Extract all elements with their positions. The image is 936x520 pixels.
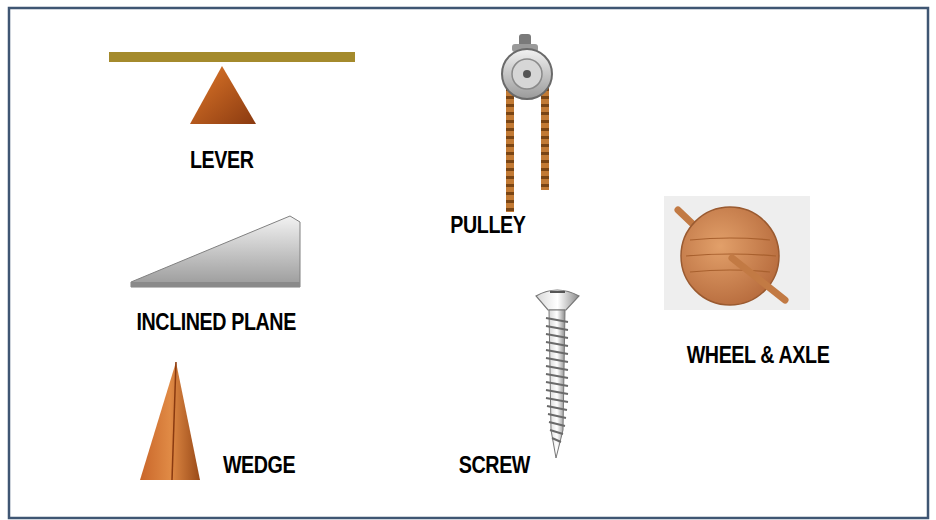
machine-label: SCREW bbox=[458, 453, 529, 477]
machine-label: WEDGE bbox=[223, 453, 295, 477]
machine-label: LEVER bbox=[190, 148, 254, 172]
wheel-axle-symbol bbox=[664, 196, 810, 310]
wedge-symbol bbox=[140, 362, 200, 480]
pulley-symbol bbox=[502, 34, 552, 212]
screw-symbol bbox=[536, 290, 579, 458]
frame bbox=[9, 8, 928, 518]
machine-label: WHEEL & AXLE bbox=[687, 343, 830, 367]
machine-label: INCLINED PLANE bbox=[136, 310, 295, 334]
inclined-plane-symbol bbox=[131, 216, 300, 287]
machine-label: PULLEY bbox=[450, 213, 525, 237]
lever-symbol bbox=[109, 52, 355, 124]
